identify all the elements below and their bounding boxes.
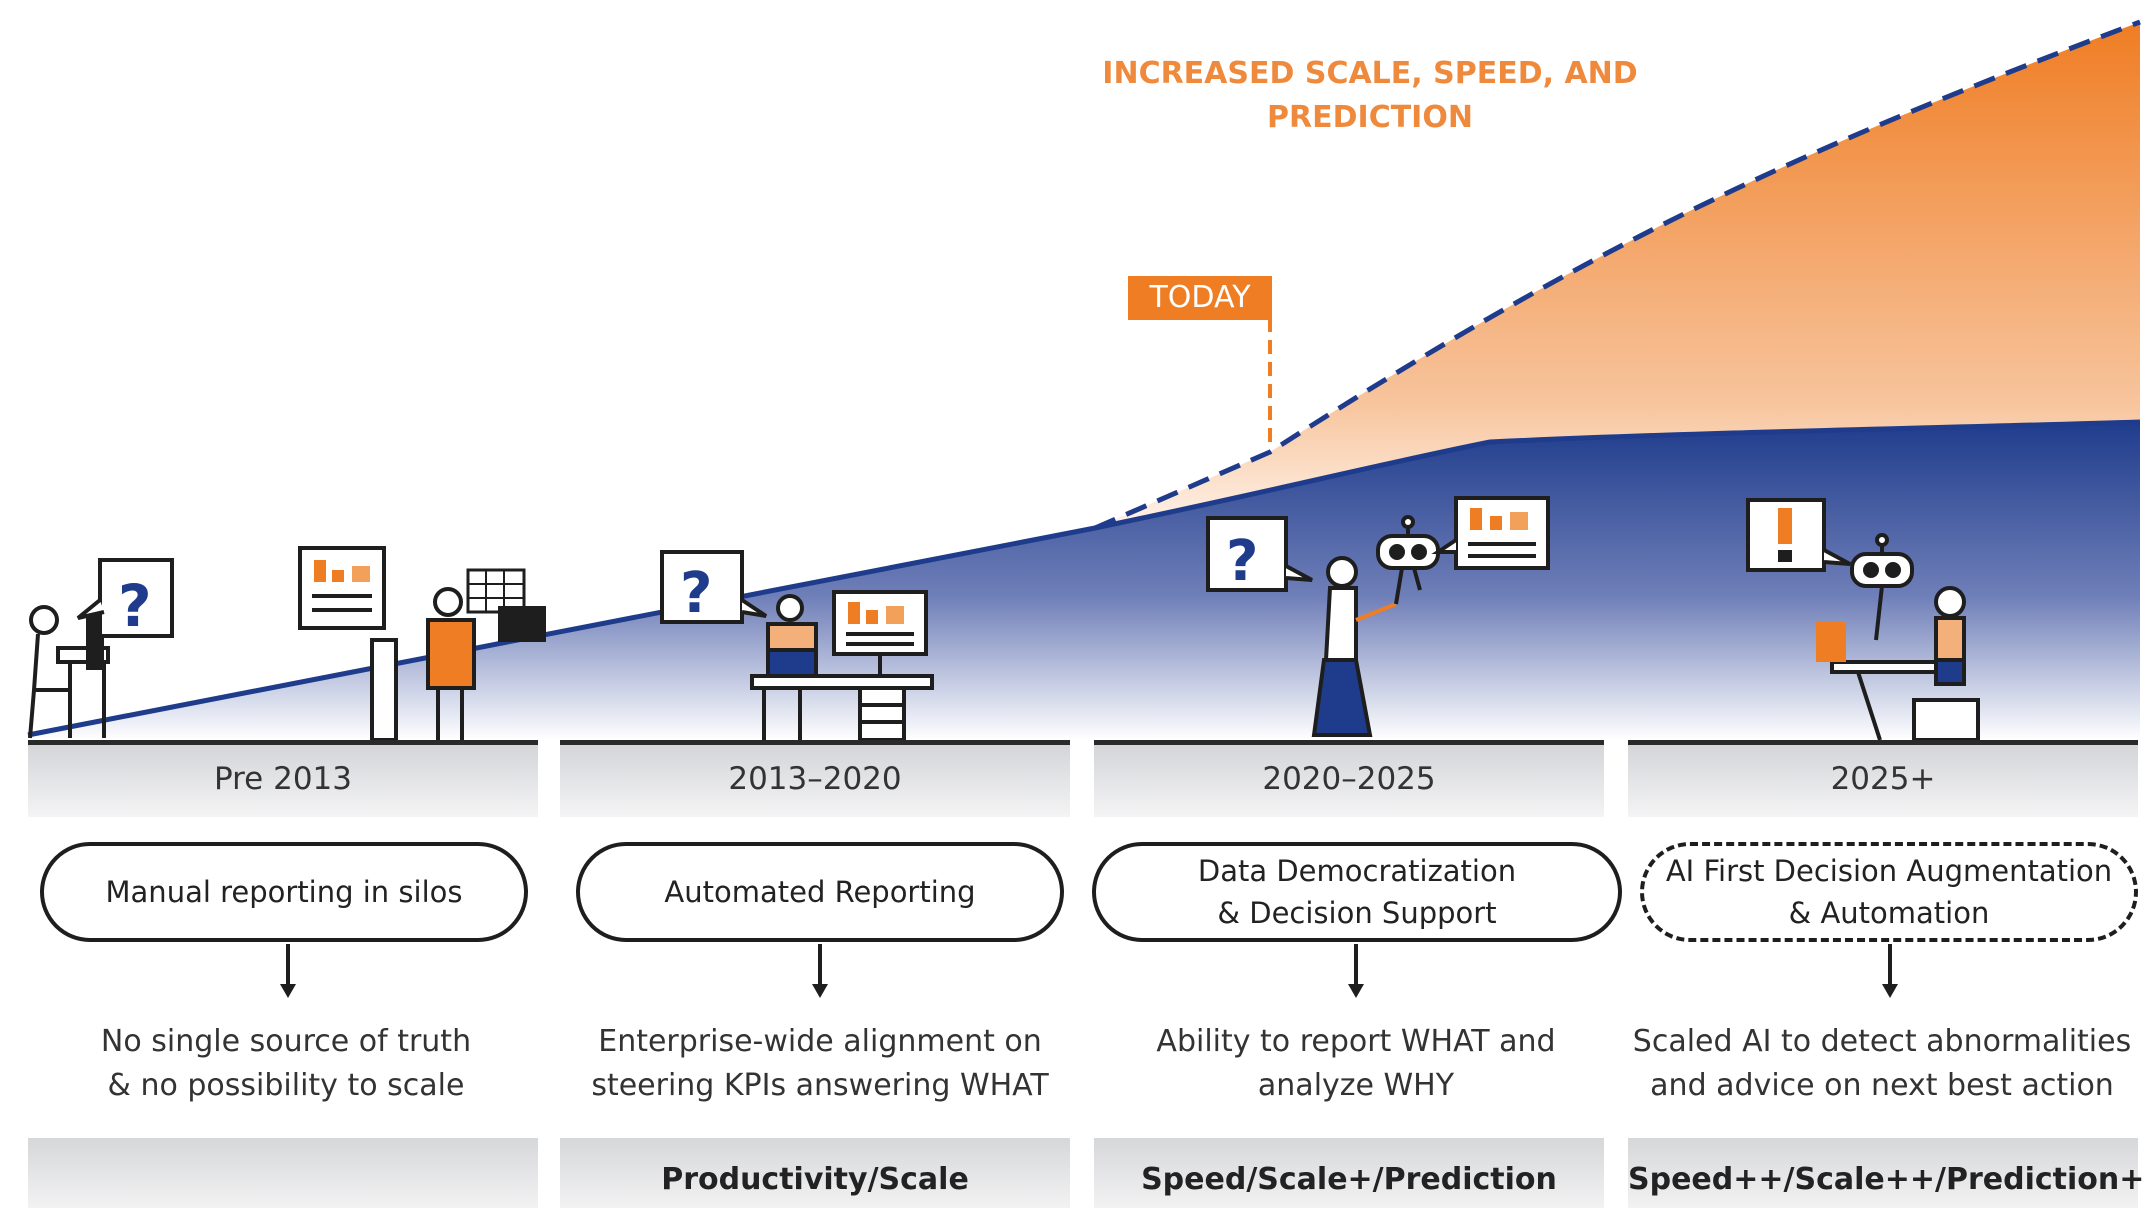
down-arrow-icon (1348, 944, 1364, 998)
outcome-line: and advice on next best action (1650, 1068, 2114, 1103)
question-mark-icon-3: ? (1226, 529, 1258, 594)
down-arrow-icon (1882, 944, 1898, 998)
outcome-text-3: Ability to report WHAT and analyze WHY (1086, 1020, 1626, 1108)
today-marker-label: TODAY (1128, 276, 1272, 320)
current-capability-line (27, 419, 2141, 738)
outcome-line: analyze WHY (1257, 1068, 1455, 1103)
capability-line: Automated Reporting (664, 875, 976, 909)
outcome-text-1: No single source of truth & no possibili… (16, 1020, 556, 1108)
question-mark-icon: ? (118, 572, 152, 640)
benefit-bar-4: Speed++/Scale++/Prediction++ (1628, 1138, 2146, 1208)
prediction-area (1095, 22, 2140, 528)
outcome-line: steering KPIs answering WHAT (591, 1068, 1049, 1103)
outcome-line: No single source of truth (100, 1024, 472, 1059)
outcome-text-4: Scaled AI to detect abnormalities and ad… (1612, 1020, 2146, 1108)
headline-line-1: INCREASED SCALE, SPEED, AND (1102, 56, 1638, 91)
capability-line: Manual reporting in silos (105, 875, 463, 909)
stage4-illustration (1746, 498, 1980, 742)
outcome-text-2: Enterprise-wide alignment on steering KP… (550, 1020, 1090, 1108)
capability-line: AI First Decision Augmentation (1665, 854, 2113, 888)
outcome-line: & no possibility to scale (107, 1068, 465, 1103)
era-label: 2020–2025 (1262, 761, 1436, 797)
benefit-label: Speed++/Scale++/Prediction++ (1628, 1162, 2146, 1197)
capability-pill-2: Automated Reporting (576, 842, 1064, 942)
question-mark-icon-2: ? (680, 561, 712, 626)
exclamation-icon (1778, 508, 1792, 544)
era-bar-4: 2025+ (1628, 740, 2138, 817)
capability-line: Data Democratization (1197, 854, 1517, 888)
prediction-headline: INCREASED SCALE, SPEED, AND PREDICTION (1060, 52, 1680, 140)
era-bar-2: 2013–2020 (560, 740, 1070, 817)
outcome-line: Ability to report WHAT and (1156, 1024, 1556, 1059)
headline-line-2: PREDICTION (1267, 100, 1473, 135)
benefit-label: Productivity/Scale (661, 1162, 969, 1197)
benefit-bar-1 (28, 1138, 538, 1208)
era-label: 2025+ (1830, 761, 1936, 797)
stage2-illustration: ? (660, 550, 934, 742)
capability-pill-4: AI First Decision Augmentation & Automat… (1640, 842, 2138, 942)
era-bar-3: 2020–2025 (1094, 740, 1604, 817)
capability-line: & Decision Support (1217, 896, 1497, 930)
current-capability-area (28, 422, 2140, 740)
era-label: Pre 2013 (213, 761, 353, 797)
down-arrow-icon (812, 944, 828, 998)
era-label: 2013–2020 (728, 761, 902, 797)
predicted-trend-line (1094, 19, 2141, 531)
outcome-line: Scaled AI to detect abnormalities (1632, 1024, 2132, 1059)
stage1-illustration: ? (28, 546, 546, 742)
stage3-illustration: ? (1206, 496, 1550, 737)
capability-pill-3: Data Democratization & Decision Support (1092, 842, 1622, 942)
capability-line: & Automation (1788, 896, 1990, 930)
era-bar-1: Pre 2013 (28, 740, 538, 817)
down-arrow-icon (280, 944, 296, 998)
outcome-line: Enterprise-wide alignment on (598, 1024, 1042, 1059)
benefit-bar-3: Speed/Scale+/Prediction (1094, 1138, 1604, 1208)
benefit-bar-2: Productivity/Scale (560, 1138, 1070, 1208)
benefit-label: Speed/Scale+/Prediction (1141, 1162, 1557, 1197)
capability-pill-1: Manual reporting in silos (40, 842, 528, 942)
